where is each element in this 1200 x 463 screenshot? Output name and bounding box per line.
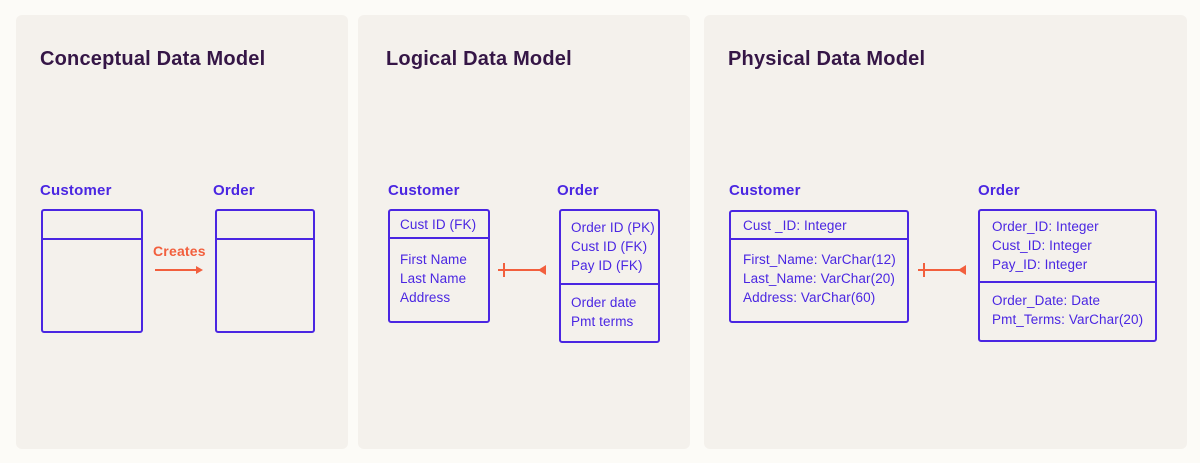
panel-logical-data-model: Logical Data Model Customer Cust ID (FK)… — [358, 15, 690, 449]
entity-body-section: First_Name: VarChar(12) Last_Name: VarCh… — [731, 240, 907, 307]
panel-title: Physical Data Model — [728, 48, 926, 70]
entity-header-section — [217, 211, 313, 240]
key-attribute: Cust ID (FK) — [571, 239, 648, 254]
key-attribute: Order_ID: Integer — [992, 219, 1099, 234]
connector-line — [498, 269, 541, 271]
entity-label-order: Order — [213, 182, 255, 199]
entity-header-section: Cust _ID: Integer — [731, 212, 907, 240]
panel-conceptual-data-model: Conceptual Data Model Customer Creates O… — [16, 15, 348, 449]
entity-box-order: Order ID (PK) Cust ID (FK) Pay ID (FK) O… — [559, 209, 660, 343]
attribute: Last Name — [400, 271, 467, 286]
one-to-many-connector-icon — [918, 262, 966, 278]
attribute: First Name — [400, 252, 468, 267]
entity-body-section: Order_Date: Date Pmt_Terms: VarChar(20) — [980, 283, 1155, 329]
panel-title: Logical Data Model — [386, 48, 572, 70]
key-attribute: Cust_ID: Integer — [992, 238, 1092, 253]
attribute: First_Name: VarChar(12) — [743, 252, 896, 267]
connector-line — [918, 269, 961, 271]
attribute: Order_Date: Date — [992, 293, 1101, 308]
entity-box-customer: Cust ID (FK) First Name Last Name Addres… — [388, 209, 490, 323]
relationship-label: Creates — [153, 243, 206, 259]
creates-arrow-icon — [155, 264, 203, 276]
attribute: Pmt_Terms: VarChar(20) — [992, 312, 1144, 327]
entity-header-section: Order ID (PK) Cust ID (FK) Pay ID (FK) — [561, 211, 658, 285]
key-attribute: Order ID (PK) — [571, 220, 655, 235]
entity-header-section: Cust ID (FK) — [390, 211, 488, 239]
attribute: Last_Name: VarChar(20) — [743, 271, 896, 286]
attribute: Order date — [571, 295, 637, 310]
entity-box-customer — [41, 209, 143, 333]
entity-label-customer: Customer — [40, 182, 112, 199]
entity-box-order — [215, 209, 315, 333]
panel-physical-data-model: Physical Data Model Customer Cust _ID: I… — [704, 15, 1187, 449]
arrow-head-right-icon — [196, 266, 203, 274]
entity-header-section — [43, 211, 141, 240]
entity-header-section: Order_ID: Integer Cust_ID: Integer Pay_I… — [980, 211, 1155, 283]
entity-body-section: Order date Pmt terms — [561, 285, 658, 331]
entity-body-section: First Name Last Name Address — [390, 239, 488, 307]
one-to-many-connector-icon — [498, 262, 546, 278]
entity-label-customer: Customer — [388, 182, 460, 199]
entity-box-order: Order_ID: Integer Cust_ID: Integer Pay_I… — [978, 209, 1157, 342]
many-cardinality-arrow-icon — [958, 265, 966, 275]
key-attribute: Pay_ID: Integer — [992, 257, 1088, 272]
entity-label-order: Order — [978, 182, 1020, 199]
attribute: Address — [400, 290, 451, 305]
attribute: Pmt terms — [571, 314, 634, 329]
key-attribute: Pay ID (FK) — [571, 258, 643, 273]
key-attribute: Cust _ID: Integer — [743, 217, 847, 233]
arrow-shaft — [155, 269, 198, 271]
many-cardinality-arrow-icon — [538, 265, 546, 275]
entity-box-customer: Cust _ID: Integer First_Name: VarChar(12… — [729, 210, 909, 323]
attribute: Address: VarChar(60) — [743, 290, 876, 305]
key-attribute: Cust ID (FK) — [400, 216, 477, 232]
entity-label-customer: Customer — [729, 182, 801, 199]
entity-label-order: Order — [557, 182, 599, 199]
panel-title: Conceptual Data Model — [40, 48, 266, 70]
